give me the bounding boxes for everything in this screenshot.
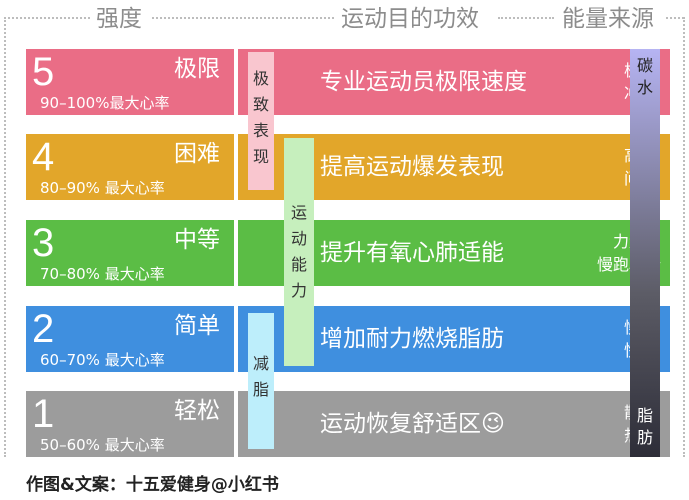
zone-effect: 专业运动员极限速度 [320, 69, 527, 95]
zone-name: 极限 [174, 56, 220, 82]
tag-label: 运动能力 [291, 203, 308, 300]
zone-4-intensity: 4 困难 80–90% 最大心率 [26, 134, 234, 200]
zone-number: 2 [32, 307, 55, 351]
zone-number: 3 [32, 221, 55, 265]
zone-heart-rate: 80–90% 最大心率 [40, 179, 165, 197]
zone-3-intensity: 3 中等 70–80% 最大心率 [26, 220, 234, 286]
zone-name: 简单 [174, 313, 220, 339]
zone-number: 1 [32, 392, 55, 436]
header-intensity: 强度 [96, 6, 142, 32]
divider [683, 17, 685, 457]
zone-effect: 运动恢复舒适区😉 [320, 411, 505, 437]
zone-heart-rate: 50–60% 最大心率 [40, 436, 165, 454]
energy-source-gradient: 碳 水 脂 肪 [630, 49, 660, 457]
zone-heart-rate: 60–70% 最大心率 [40, 351, 165, 369]
tag-fat-loss: 减脂 [248, 313, 274, 449]
zone-5-intensity: 5 极限 90–100%最大心率 [26, 49, 234, 115]
energy-carb-label: 碳 水 [630, 55, 660, 99]
zone-heart-rate: 70–80% 最大心率 [40, 265, 165, 283]
divider [4, 17, 90, 19]
divider [152, 17, 334, 19]
tag-extreme-performance: 极致表现 [248, 52, 274, 190]
zone-number: 5 [32, 50, 55, 94]
tag-label: 极致表现 [253, 69, 270, 166]
energy-fat-label: 脂 肪 [630, 405, 660, 449]
zone-1-intensity: 1 轻松 50–60% 最大心率 [26, 391, 234, 457]
zone-effect: 增加耐力燃烧脂肪 [320, 326, 504, 352]
energy-char: 脂 [636, 406, 653, 425]
zone-effect: 提升有氧心肺适能 [320, 240, 504, 266]
zone-name: 轻松 [174, 398, 220, 424]
zone-number: 4 [32, 135, 55, 179]
zone-name: 中等 [174, 227, 220, 253]
energy-char: 肪 [636, 428, 653, 447]
zone-effect: 提高运动爆发表现 [320, 154, 504, 180]
credit-text: 作图&文案：十五爱健身@小红书 [26, 475, 279, 495]
zone-name: 困难 [174, 141, 220, 167]
energy-char: 水 [636, 78, 653, 97]
energy-char: 碳 [636, 56, 653, 75]
zone-heart-rate: 90–100%最大心率 [40, 94, 170, 112]
divider [4, 17, 6, 457]
divider [498, 17, 554, 19]
zone-5-effect: 专业运动员极限速度 极限 冲刺 [238, 49, 670, 115]
zone-1-effect: 运动恢复舒适区😉 散步 热身 [238, 391, 670, 457]
header-energy: 能量来源 [562, 6, 654, 32]
header-effect: 运动目的功效 [341, 6, 479, 32]
zone-2-intensity: 2 简单 60–70% 最大心率 [26, 306, 234, 372]
tag-athletic-ability: 运动能力 [284, 138, 314, 366]
divider [666, 17, 684, 19]
tag-label: 减脂 [253, 354, 270, 399]
